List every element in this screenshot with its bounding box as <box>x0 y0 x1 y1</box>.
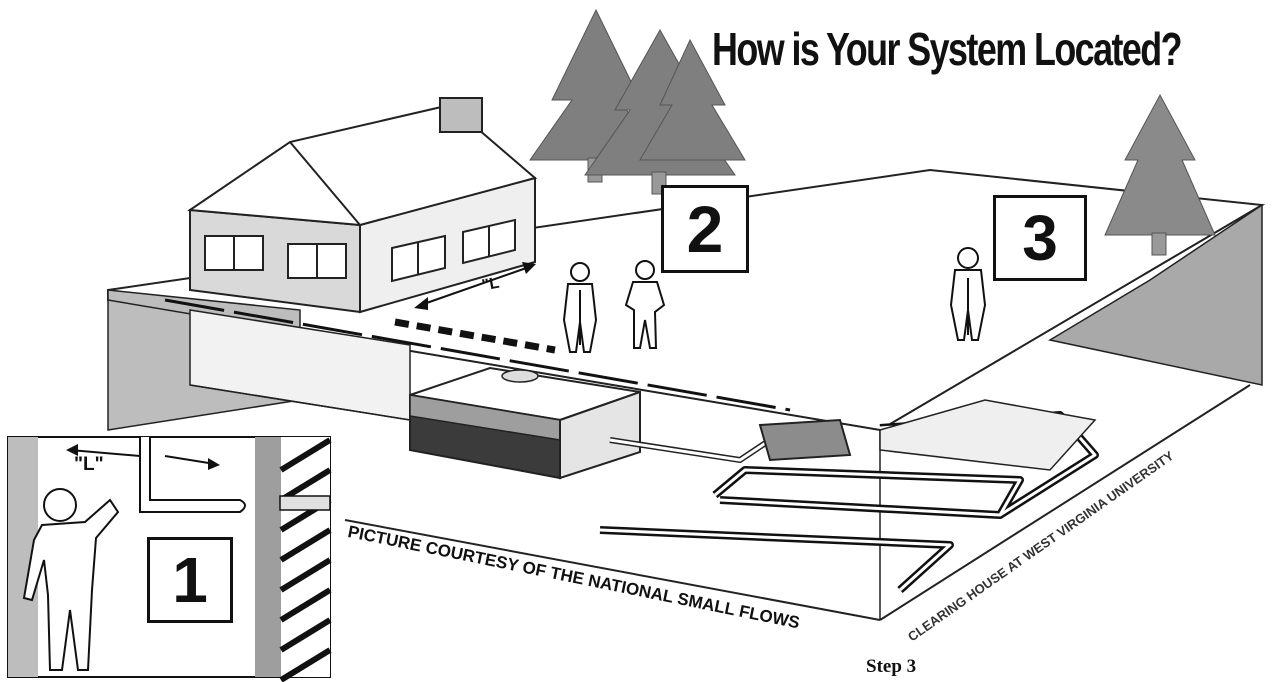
location-marker-3: 3 <box>993 195 1087 281</box>
inset-drain-pipe <box>139 437 246 513</box>
leach-bed <box>879 399 1097 471</box>
distribution-box <box>758 418 852 462</box>
step-label: Step 3 <box>866 656 917 677</box>
marker-2-label: 2 <box>686 192 724 266</box>
septic-tank <box>409 366 641 480</box>
cutaway-wall-right <box>1047 203 1263 386</box>
arrow-head-right <box>522 262 536 274</box>
house-dashed-path <box>394 318 556 354</box>
person-3 <box>949 247 987 341</box>
inset-distance-label: "L" <box>74 454 104 475</box>
tree-right <box>1104 93 1216 256</box>
marker-3-label: 3 <box>1022 202 1058 274</box>
marker-1-label: 1 <box>172 544 208 616</box>
inset-panel <box>7 436 332 682</box>
chimney <box>439 97 483 133</box>
tree-group-back <box>529 8 746 195</box>
soil-edge-right <box>879 204 1263 431</box>
person-2a <box>562 262 598 353</box>
basement-floor <box>189 384 411 421</box>
page-title: How is Your System Located? <box>712 23 1183 75</box>
house <box>187 97 538 314</box>
person-2b <box>624 260 666 349</box>
house-distance-arrow <box>417 265 533 307</box>
inset-arrow-left <box>69 449 141 457</box>
house-windows <box>204 218 516 283</box>
baseline-front <box>344 519 881 621</box>
inset-arrow-right <box>164 455 216 465</box>
sewer-line <box>164 298 791 412</box>
inset-person <box>22 488 120 671</box>
location-marker-2: 2 <box>661 185 749 273</box>
baseline-side <box>879 384 1251 621</box>
house-distance-label: "L <box>480 274 501 295</box>
arrow-head-left <box>414 297 428 310</box>
location-marker-1: 1 <box>147 537 233 623</box>
